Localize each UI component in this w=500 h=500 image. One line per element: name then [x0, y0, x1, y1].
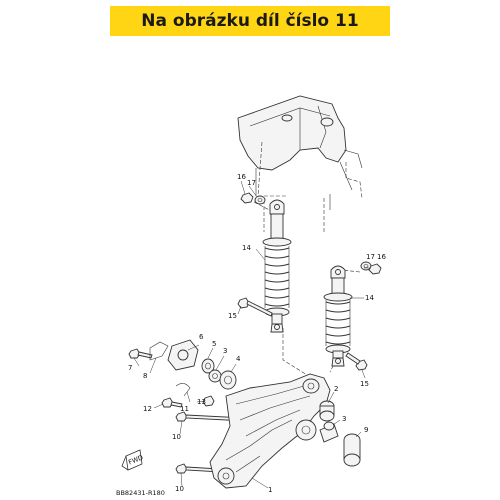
- callout-16-left: 16: [237, 173, 246, 181]
- plate-6: [167, 339, 199, 371]
- part-number-banner: Na obrázku díl číslo 11: [110, 6, 390, 36]
- callout-11: 11: [180, 405, 189, 413]
- callout-3-left: 3: [223, 347, 227, 355]
- bushing-3-right: [323, 421, 335, 431]
- callout-2: 2: [334, 385, 338, 393]
- callout-14-left: 14: [242, 244, 251, 252]
- frame-bracket: [237, 95, 363, 210]
- callout-14-right: 14: [365, 294, 374, 302]
- link-arm-1: [209, 373, 339, 489]
- nut-16-left: [240, 192, 254, 204]
- clip-8: [149, 341, 169, 361]
- callout-1: 1: [268, 486, 272, 494]
- collar-9: [343, 433, 361, 467]
- callout-8: 8: [143, 372, 147, 380]
- nut-13: [202, 395, 215, 407]
- fwd-arrow-icon: FWD: [121, 449, 144, 471]
- callout-10-upper: 10: [172, 433, 181, 441]
- callout-16-right: 16: [377, 253, 386, 261]
- callout-4: 4: [236, 355, 241, 363]
- bolt-12: [161, 397, 183, 408]
- washer-17-left: [254, 195, 266, 205]
- seal-5: [201, 358, 215, 374]
- bushing-2: [319, 400, 335, 422]
- callout-6: 6: [199, 333, 204, 341]
- diagram-code: BB82431-R180: [116, 489, 165, 497]
- callout-5: 5: [212, 340, 216, 348]
- callout-12: 12: [143, 405, 152, 413]
- bushing-3-left: [208, 369, 222, 383]
- bolt-15-left: [237, 297, 273, 317]
- callout-15-left: 15: [228, 312, 237, 320]
- callout-3-right: 3: [342, 415, 346, 423]
- callout-17-left: 17: [247, 179, 256, 187]
- callout-17-right: 17: [366, 253, 375, 261]
- clip-11: [175, 383, 191, 397]
- bolt-7: [128, 348, 153, 359]
- callout-10-lower: 10: [175, 485, 184, 493]
- nut-16-right: [368, 263, 382, 275]
- right-shock-absorber: [323, 265, 353, 367]
- callout-13: 13: [197, 398, 206, 406]
- callout-15-right: 15: [360, 380, 369, 388]
- callout-9: 9: [364, 426, 368, 434]
- bolt-15-right: [345, 352, 368, 371]
- callout-7: 7: [128, 364, 132, 372]
- bearing-4: [219, 370, 237, 390]
